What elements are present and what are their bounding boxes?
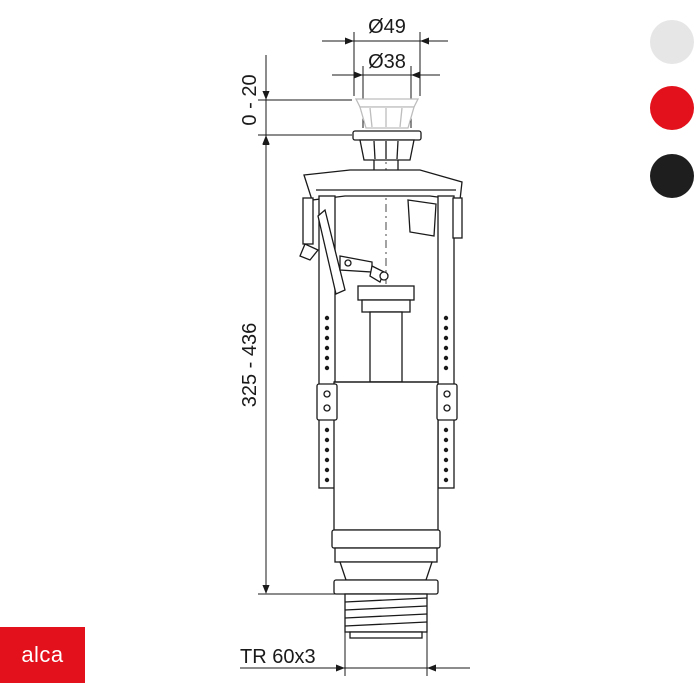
inner-diameter-label: Ø38 — [368, 51, 406, 73]
alca-logo: alca — [0, 627, 85, 683]
thread-label: TR 60x3 — [240, 646, 316, 668]
rail-holes — [324, 315, 449, 483]
color-swatch-light-grey[interactable] — [650, 20, 694, 64]
color-swatch-black[interactable] — [650, 154, 694, 198]
height-range-label: 325 - 436 — [239, 323, 261, 408]
valve-cylinder — [333, 381, 439, 531]
flush-valve — [299, 98, 463, 639]
lever — [339, 255, 389, 283]
logo-text: alca — [21, 642, 64, 667]
push-button — [352, 130, 422, 178]
button-travel-label: 0 - 20 — [239, 74, 261, 125]
overflow-tube — [357, 285, 415, 383]
push-button-raised — [354, 98, 420, 129]
outer-diameter-label: Ø49 — [368, 16, 406, 38]
color-swatch-red[interactable] — [650, 86, 694, 130]
dimension-lines — [240, 32, 470, 676]
valve-base-ring — [331, 529, 441, 549]
